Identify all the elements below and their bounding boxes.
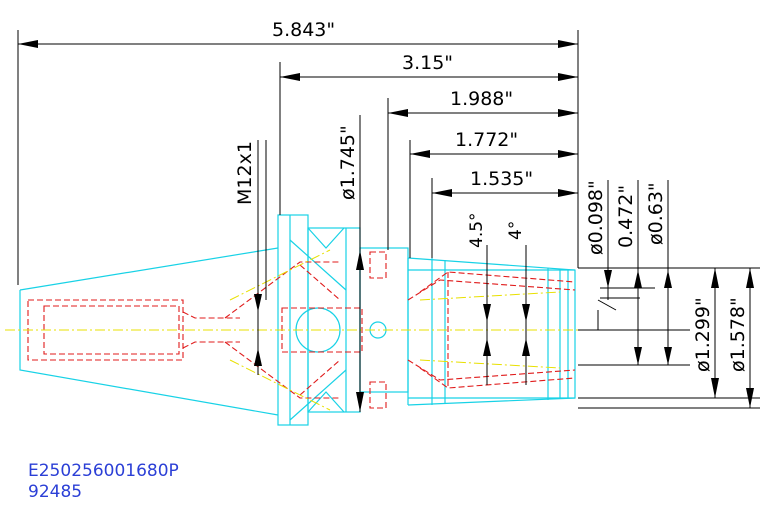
dim-dia-1-578: ø1.578" [727,297,749,372]
dim-dia-1-299: ø1.299" [692,297,714,372]
part-code: 92485 [28,482,83,502]
dim-length-3-15: 3.15" [402,52,453,74]
dim-length-1-772: 1.772" [455,129,518,151]
dim-angle-4: 4° [506,221,526,240]
hidden-lines [27,251,576,409]
dimension-labels: 5.843" 3.15" 1.988" 1.772" 1.535" M12x1 … [234,19,749,372]
dim-thread: M12x1 [234,141,256,205]
center-lines [5,249,600,411]
dim-dia-0-63: ø0.63" [645,182,667,245]
dimension-lines [17,30,760,412]
dim-length-1-535: 1.535" [470,168,533,190]
dim-dia-1-745: ø1.745" [337,125,359,200]
dim-length-1-988: 1.988" [450,88,513,110]
dim-angle-4-5: 4.5° [467,212,487,248]
dim-dia-0-472: 0.472" [615,185,637,248]
dim-dia-0-098: ø0.098" [585,180,607,255]
dim-overall-length: 5.843" [272,19,335,41]
tool-holder-outline [19,214,576,426]
part-number: E250256001680P [28,461,179,481]
